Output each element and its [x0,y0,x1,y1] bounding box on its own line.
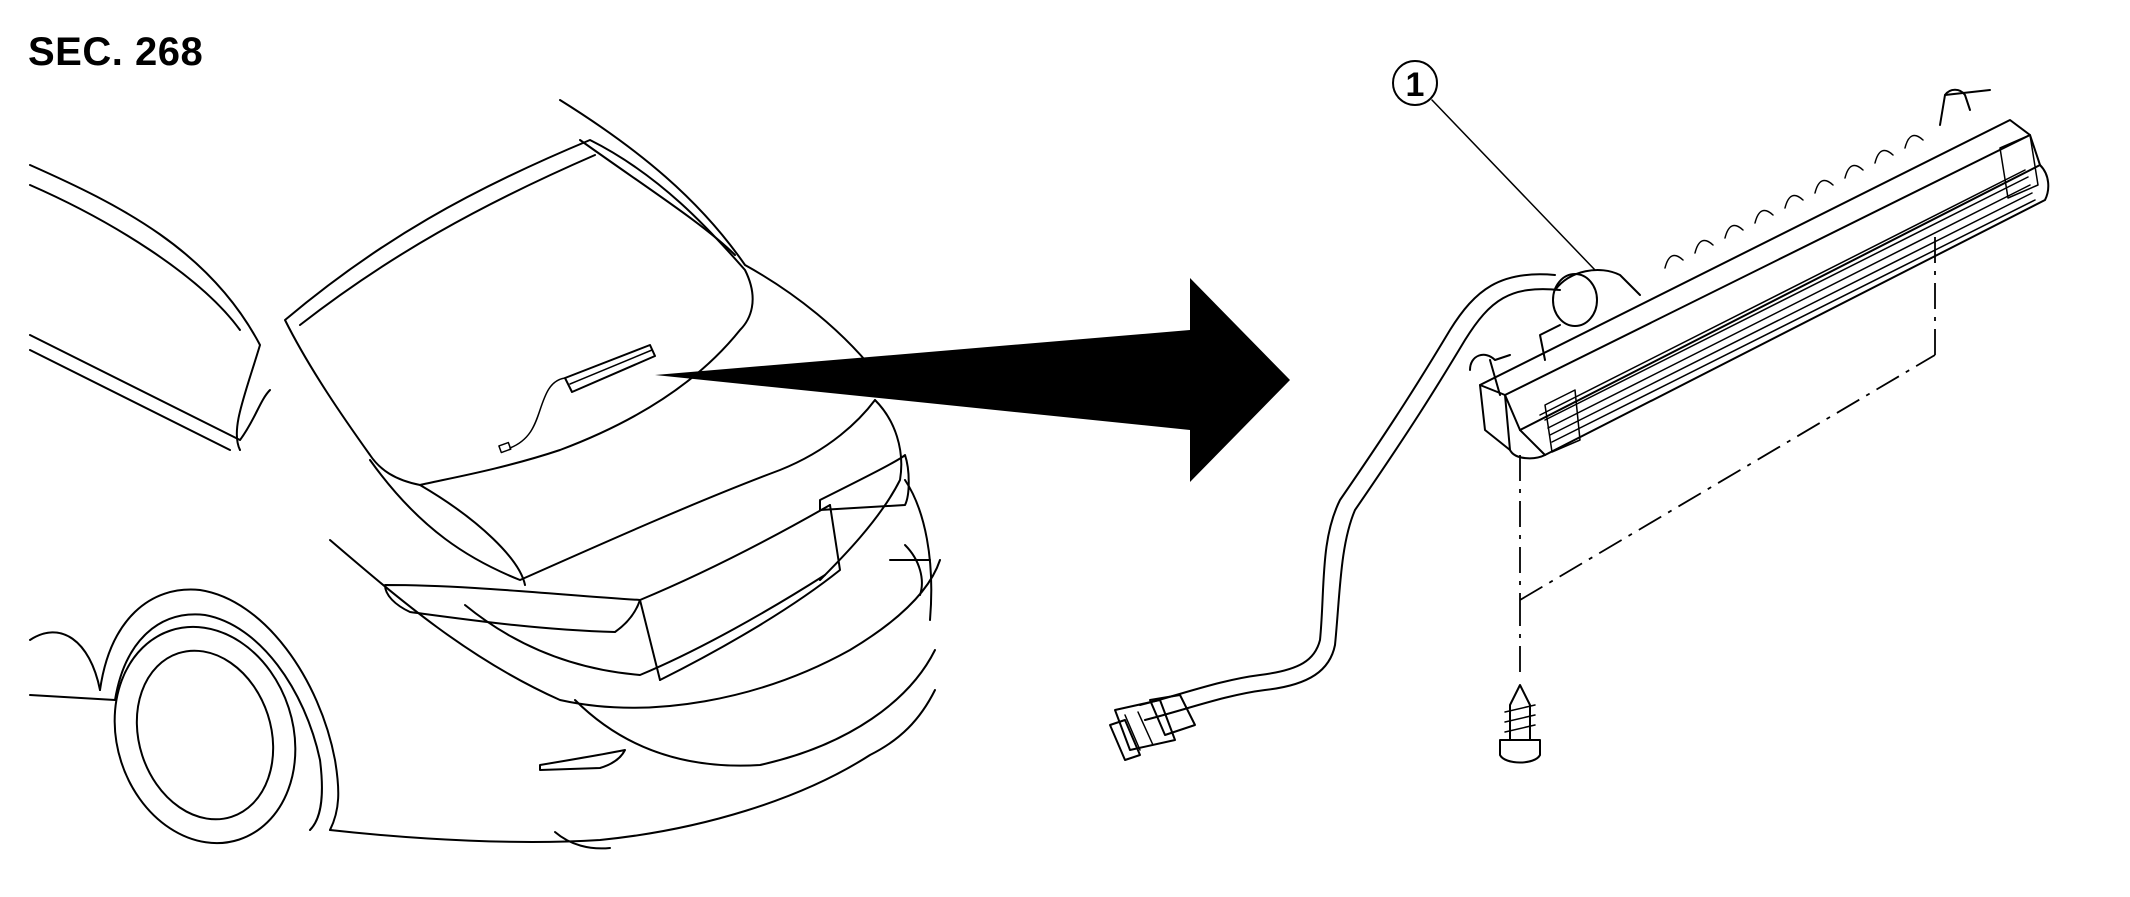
mounting-screw [1499,684,1541,764]
direction-arrow [655,278,1290,482]
section-label: SEC. 268 [28,30,204,74]
car-rear-illustration [29,99,941,850]
callout-1-number: 1 [1406,66,1425,104]
wire-connector [1109,694,1196,761]
stop-lamp-assembly [1109,88,2050,764]
callout-1: 1 [1392,60,1596,271]
housing-ribs [1664,134,1924,269]
